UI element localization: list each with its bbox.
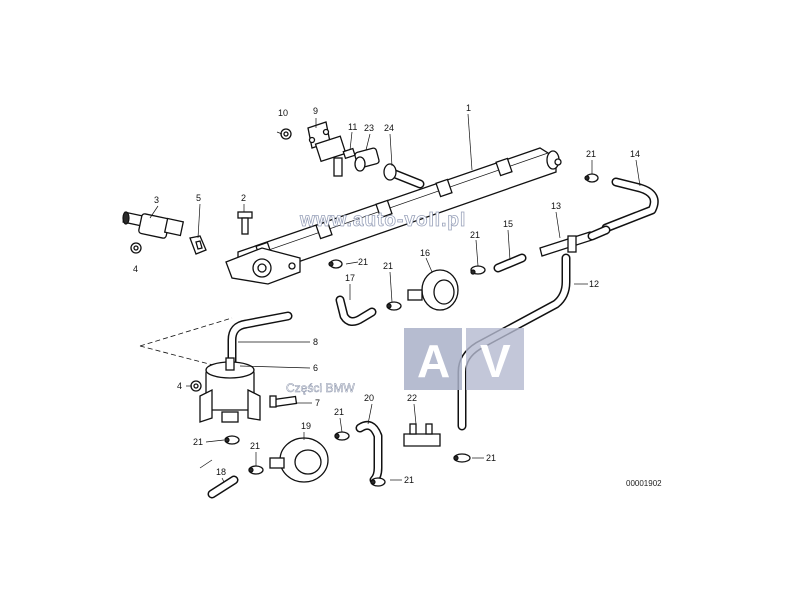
bolt-2: [237, 211, 253, 235]
callout-9: 9: [313, 106, 318, 116]
watermark-url: www.auto-voll.pl: [299, 210, 466, 231]
hose-17: [335, 295, 377, 326]
callout-2: 2: [241, 193, 246, 203]
callout-5: 5: [196, 193, 201, 203]
watermark-letter-v: V: [480, 335, 511, 387]
fuel-rail: [225, 147, 562, 285]
callout-22: 22: [407, 393, 417, 403]
callout-21-c: 21: [383, 261, 393, 271]
callout-labels: 10 9 11 23 24 1 21 14 3 5 2 13 21 15 4 2…: [133, 103, 640, 485]
clamp-21c: [386, 301, 402, 311]
hose-15: [493, 253, 527, 273]
clamp-21i: [453, 453, 471, 463]
fuel-injector: [122, 211, 185, 239]
vacuum-hose-24: [383, 163, 425, 189]
clamp-21d: [328, 259, 343, 269]
hose-12: [457, 253, 571, 431]
callout-21-h: 21: [404, 475, 414, 485]
callout-11: 11: [348, 122, 357, 132]
o-ring-4a: [130, 242, 142, 254]
hose-14: [601, 177, 659, 233]
watermark-letter-a: A: [417, 335, 450, 387]
pressure-regulator: [307, 121, 347, 177]
callout-7: 7: [315, 398, 320, 408]
hose-8: [227, 311, 293, 367]
callout-23: 23: [364, 123, 374, 133]
callout-21-f: 21: [193, 437, 203, 447]
callout-4-a: 4: [133, 264, 138, 274]
leader-lines: [149, 113, 641, 483]
watermark: www.auto-voll.pl A V Części BMW: [286, 210, 524, 395]
callout-17: 17: [345, 273, 355, 283]
clamp-21g: [334, 431, 350, 441]
callout-21-d: 21: [358, 257, 368, 267]
hose-18: [207, 475, 239, 499]
fuel-filter-6: [199, 357, 261, 423]
clamp-21h: [370, 477, 386, 487]
callout-14: 14: [630, 149, 640, 159]
clamp-21b: [470, 265, 486, 275]
callout-13: 13: [551, 201, 561, 211]
hose-20: [355, 420, 383, 485]
watermark-v-tile: [466, 328, 524, 390]
screw-7: [269, 395, 298, 408]
tee-fitting-13: [539, 225, 611, 257]
washer-10: [280, 128, 292, 140]
callout-18: 18: [216, 467, 226, 477]
callout-4-b: 4: [177, 381, 182, 391]
clip-5: [189, 235, 207, 255]
callout-19: 19: [301, 421, 311, 431]
callout-8: 8: [313, 337, 318, 347]
connector-23: [354, 147, 380, 172]
damper-16: [407, 269, 459, 311]
callout-24: 24: [384, 123, 394, 133]
drawing-number: 00001902: [626, 479, 662, 488]
callout-21-a: 21: [586, 149, 596, 159]
callout-12: 12: [589, 279, 599, 289]
watermark-a-tile: [404, 328, 462, 390]
damper-19: [269, 437, 329, 483]
callout-20: 20: [364, 393, 374, 403]
clamp-21e: [224, 435, 240, 445]
callout-21-i: 21: [486, 453, 496, 463]
callout-1: 1: [466, 103, 471, 113]
callout-21-b: 21: [470, 230, 480, 240]
clamp-21a: [584, 173, 599, 183]
o-ring-4b: [190, 380, 202, 392]
watermark-caption: Części BMW: [286, 381, 355, 395]
callout-15: 15: [503, 219, 513, 229]
screw-11: [342, 147, 356, 160]
callout-16: 16: [420, 248, 430, 258]
clip-22: [403, 423, 441, 447]
callout-3: 3: [154, 195, 159, 205]
callout-10: 10: [278, 108, 288, 118]
callout-21-e: 21: [334, 407, 344, 417]
clamp-21f: [248, 465, 264, 475]
callout-6: 6: [313, 363, 318, 373]
callout-21-g: 21: [250, 441, 260, 451]
